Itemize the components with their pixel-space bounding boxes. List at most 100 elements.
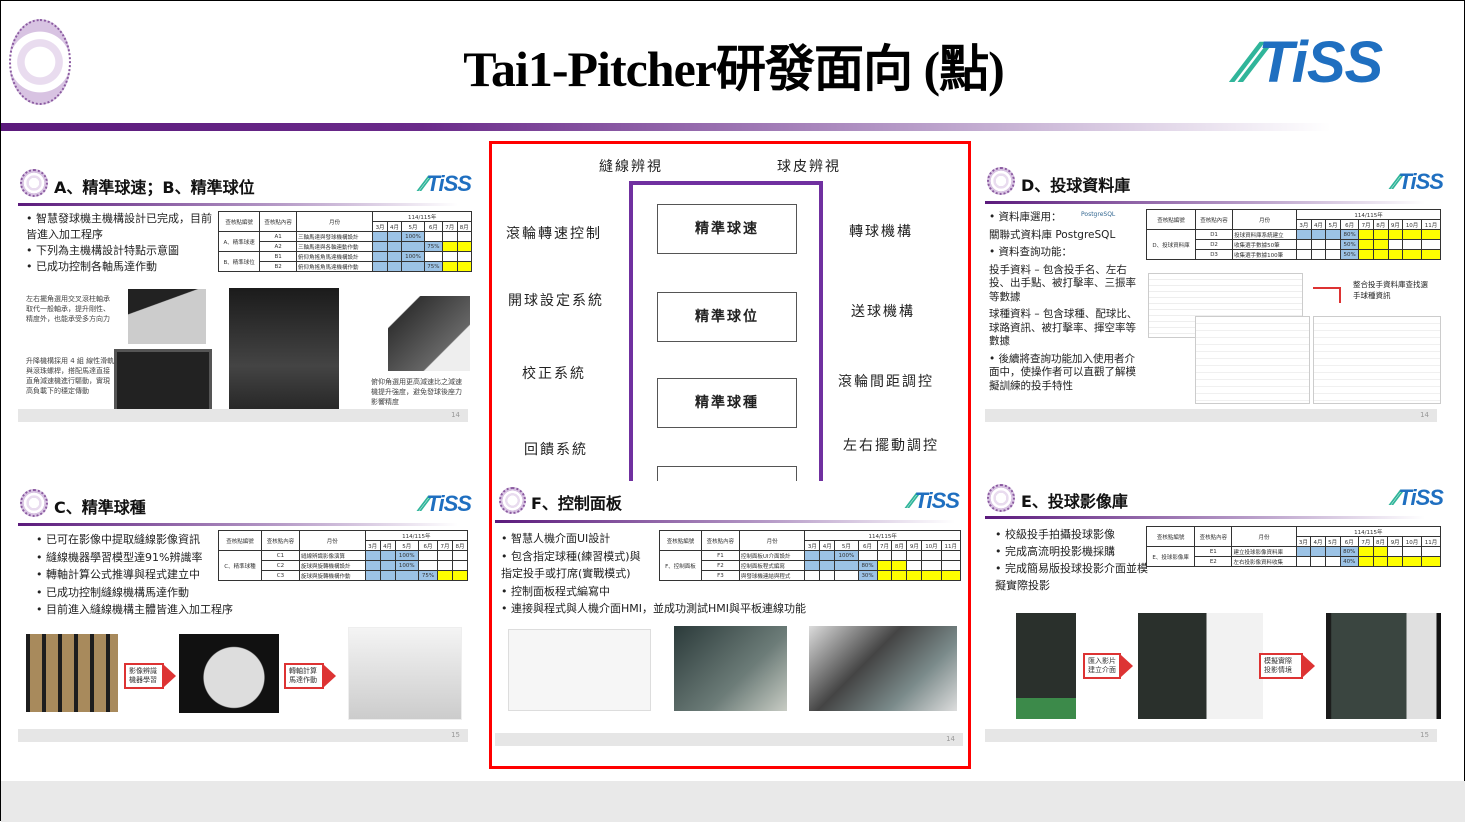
core-box-location: 精準球位 (657, 292, 797, 342)
text-line: 投手資料 – 包含投手名、左右投、出手點、被打擊率、三振率等數據 (989, 263, 1136, 303)
bullet: 完成簡易版投球投影介面並模擬實際投影 (995, 560, 1155, 594)
progress-cell (456, 241, 473, 252)
pitcher-query-screenshot (1195, 316, 1310, 404)
slide-title: F、控制面板 (531, 494, 622, 513)
month-header: 3月 (1296, 219, 1312, 230)
bullet: 已成功控制各軸馬達作動 (26, 259, 221, 275)
seam-image-grid (26, 634, 118, 712)
bullet: 縫線機器學習模型達91%辨識率 (36, 549, 266, 567)
checkpoint-id: D1 (1194, 229, 1234, 240)
diagram-label: 左右擺動調控 (843, 438, 939, 454)
progress-cell (451, 560, 469, 571)
month-header: 5月 (1324, 536, 1341, 547)
progress-cell (921, 560, 942, 571)
month-header: 4月 (1310, 219, 1327, 230)
month-header: 10月 (1402, 536, 1422, 547)
process-arrow: 影像辨識機器學習 (124, 663, 176, 689)
header-content: 查核點內容 (259, 211, 297, 232)
core-box-speed: 精準球速 (657, 204, 797, 254)
progress-cell (379, 560, 396, 571)
seal-icon (987, 484, 1015, 512)
process-arrow: 匯入影片建立介面 (1083, 653, 1133, 679)
month-header: 8月 (451, 540, 469, 551)
month-header: 11月 (1421, 219, 1441, 230)
slide-e: E、投球影像庫 ⁄⁄TiSS 校級投手拍攝投球影像 完成高流明投影機採購 完成簡… (983, 481, 1451, 744)
progress-cell (451, 550, 469, 561)
checkpoint-id: A1 (259, 231, 297, 242)
progress-cell: 50% (1339, 249, 1360, 260)
diagram-label: 開球設定系統 (508, 293, 604, 309)
progress-cell (1372, 229, 1389, 240)
month-header: 6月 (417, 540, 438, 551)
checkpoint-item: 三軸馬達與各軸連動作動 (295, 241, 374, 252)
bullet: 校級投手拍攝投球影像 (995, 526, 1155, 543)
lift-mechanism-image (114, 349, 212, 419)
month-header: 6月 (857, 540, 878, 551)
month-header: 8月 (1372, 536, 1389, 547)
progress-cell (891, 560, 908, 571)
progress-cell (804, 560, 821, 571)
progress-cell (1324, 556, 1341, 567)
progress-cell (456, 251, 473, 262)
process-arrow: 模擬實際投影情境 (1259, 653, 1315, 679)
progress-cell (1387, 229, 1404, 240)
progress-cell (372, 261, 388, 272)
progress-cell (1387, 249, 1404, 260)
group-name: F、控制面板 (659, 550, 702, 581)
progress-cell (876, 570, 893, 581)
header-id: 查核點編號 (1146, 209, 1196, 230)
checkpoint-item: 俯仰角搖角馬達機構作動 (295, 261, 374, 272)
checkpoint-item: 投球資料庫系統建立 (1232, 229, 1298, 240)
db-description: • 資料庫選用： 關聯式資料庫 PostgreSQL • 資料查詢功能： 投手資… (989, 211, 1139, 393)
progress-cell (401, 241, 425, 252)
checkpoint-item: 收集選手數據100筆 (1232, 249, 1298, 260)
checkpoint-id: D2 (1194, 239, 1234, 250)
checkpoint-id: C3 (260, 570, 301, 581)
progress-cell: 80% (857, 560, 878, 571)
progress-cell (1296, 239, 1312, 250)
month-header: 11月 (1420, 536, 1442, 547)
progress-cell: 75% (423, 261, 444, 272)
progress-cell (1310, 249, 1327, 260)
month-header: 11月 (940, 540, 962, 551)
note: 升降機構採用 4 組 線性滑軌與滾珠螺桿，搭配馬達直接直角減速機進行驅動，實現高… (26, 357, 115, 395)
checkpoint-id: C2 (260, 560, 301, 571)
month-header: 7月 (442, 221, 458, 232)
tiss-logo: ⁄⁄TiSS (909, 488, 960, 513)
month-header: 5月 (1325, 219, 1341, 230)
seam-mechanism-render (348, 627, 462, 720)
month-header: 9月 (1387, 536, 1404, 547)
seam-detection-image (179, 634, 279, 713)
progress-cell (876, 550, 893, 561)
progress-cell (891, 550, 908, 561)
checkpoint-id: C1 (260, 550, 301, 561)
projection-ui-screenshot (1138, 613, 1263, 719)
slide-f: F、控制面板 ⁄⁄TiSS 智慧人機介面UI設計 包含指定球種(練習模式)與指定… (493, 481, 967, 747)
postgresql-logo: PostgreSQL (1081, 211, 1116, 218)
month-header: 8月 (1372, 219, 1389, 230)
header-month: 月份 (299, 530, 366, 551)
progress-cell (940, 550, 962, 561)
diagram-label: 回饋系統 (524, 442, 588, 458)
progress-cell (379, 550, 396, 561)
bullet-list: 校級投手拍攝投球影像 完成高流明投影機採購 完成簡易版投球投影介面並模擬實際投影 (995, 526, 1155, 594)
mechanism-detail-image (128, 289, 206, 344)
slide-title: D、投球資料庫 (1021, 176, 1131, 195)
progress-cell (906, 550, 923, 561)
header-content: 查核點內容 (260, 530, 301, 551)
progress-cell (442, 261, 458, 272)
progress-cell (386, 231, 403, 242)
checkpoint-item: 俯仰角搖角馬達機構設計 (295, 251, 374, 262)
slide-footer: 15 (18, 729, 468, 742)
header-id: 查核點編號 (218, 530, 262, 551)
progress-cell (451, 570, 469, 581)
progress-cell (921, 550, 942, 561)
